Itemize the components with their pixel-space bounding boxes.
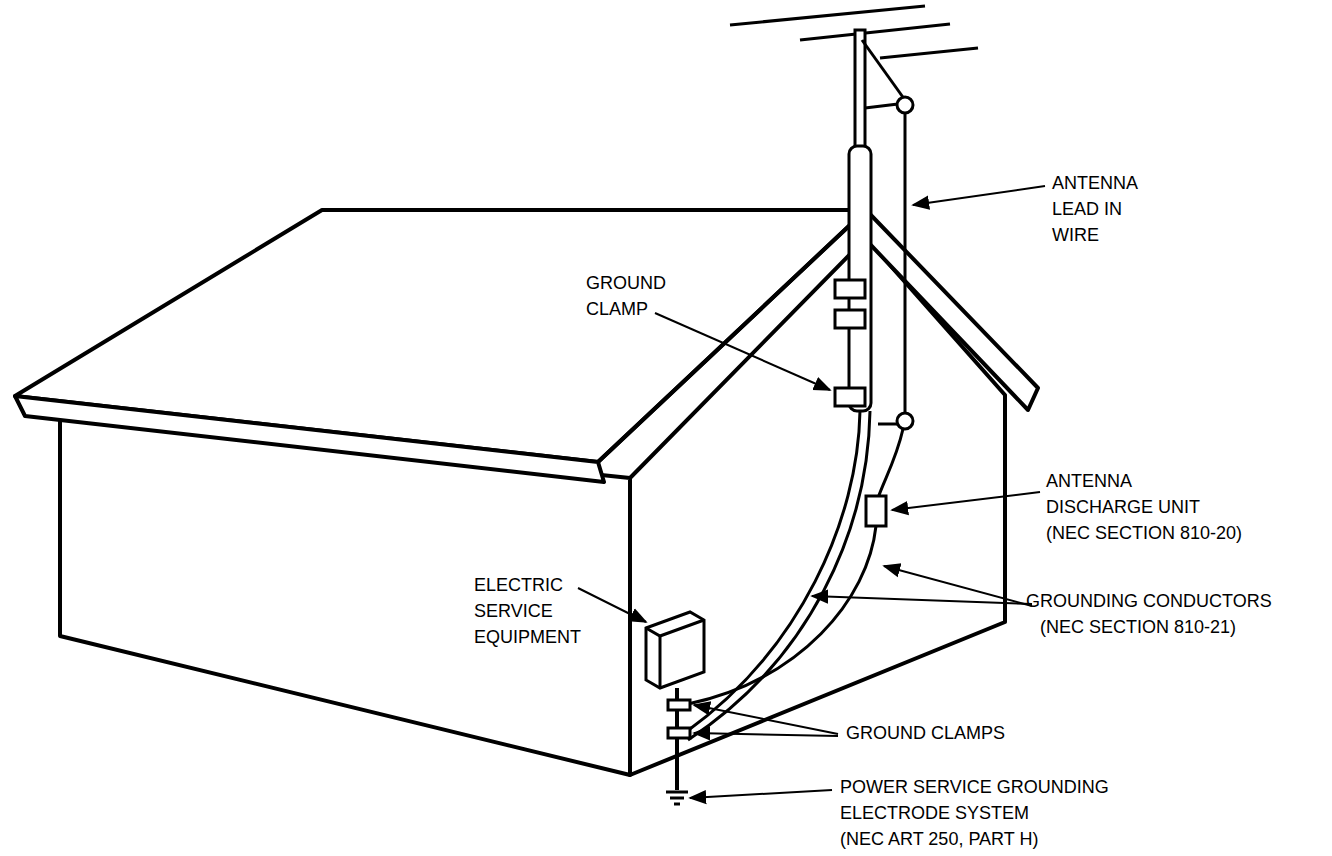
callout-label: ANTENNA LEAD IN WIRE [1052,170,1142,248]
callout-label: ANTENNA DISCHARGE UNIT [1046,468,1216,520]
callout-label: POWER SERVICE GROUNDING ELECTRODE SYSTEM [840,774,1120,826]
callout-label: GROUND CLAMP [586,270,671,322]
callout-label: (NEC SECTION 810-20) [1046,520,1306,546]
callout-label: ELECTRIC SERVICE EQUIPMENT [474,572,570,650]
callout-label: GROUNDING CONDUCTORS [1026,588,1326,614]
callout-label: (NEC ART 250, PART H) [840,826,1120,852]
callout-label: GROUND CLAMPS [846,720,1106,746]
callout-label: (NEC SECTION 810-21) [1040,614,1320,640]
